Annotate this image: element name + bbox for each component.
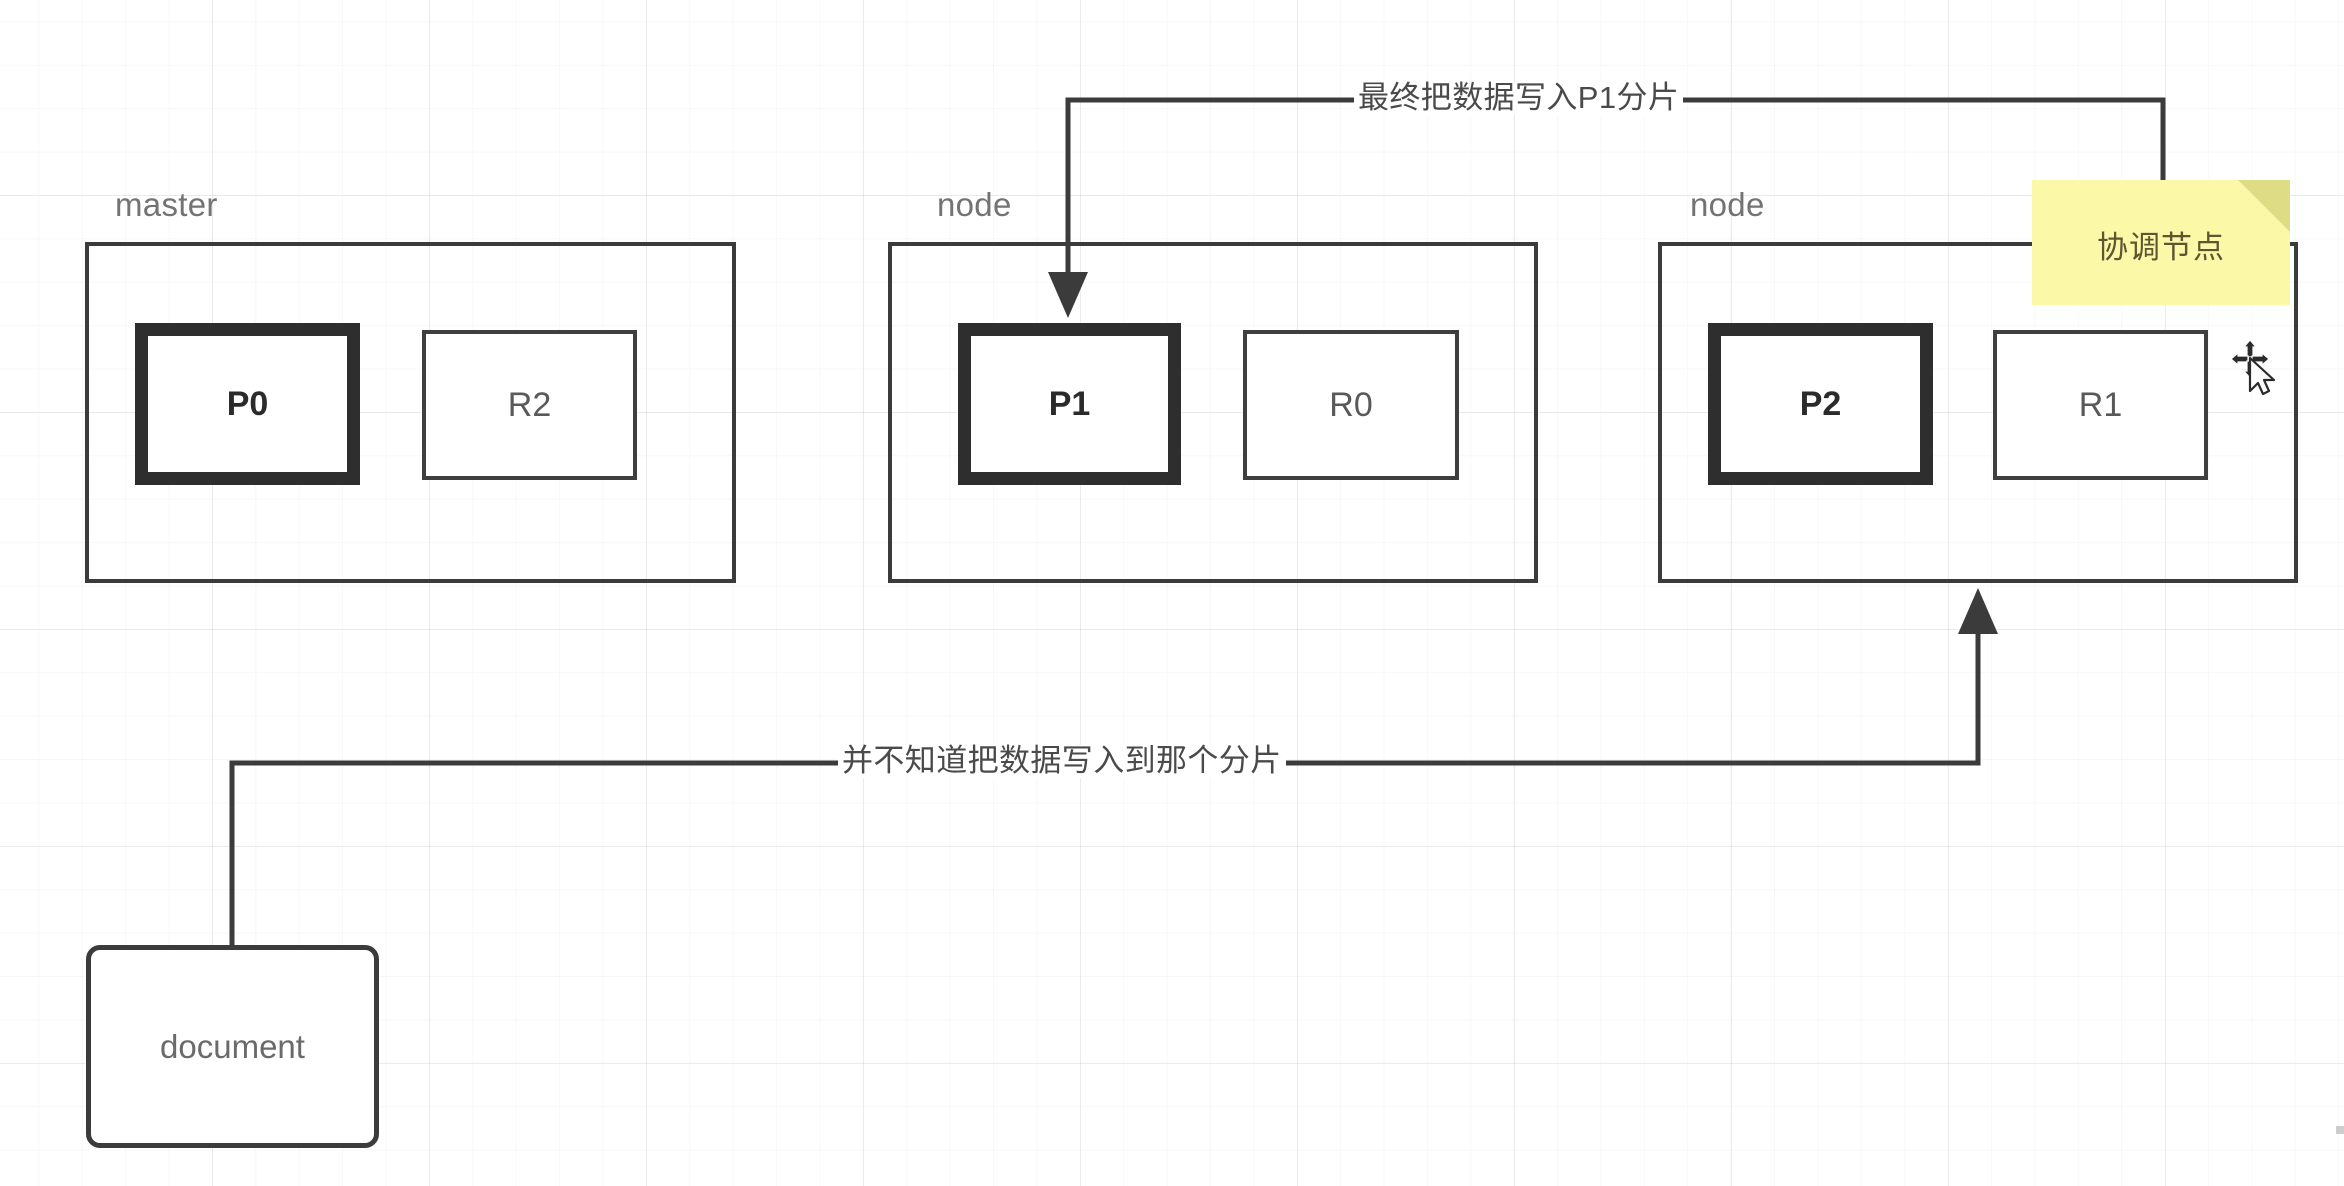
shard-primary-p1[interactable]: P1	[958, 323, 1181, 485]
document-box-label: document	[160, 1027, 305, 1065]
node-container-node3[interactable]	[1658, 242, 2298, 583]
right-edge-marker	[2336, 1126, 2344, 1134]
shard-label-p2: P2	[1799, 384, 1842, 423]
shard-replica-r0[interactable]: R0	[1243, 330, 1459, 480]
node-label-node3: node	[1690, 186, 1765, 223]
shard-label-p1: P1	[1048, 384, 1091, 423]
shard-replica-r1[interactable]: R1	[1993, 330, 2208, 480]
edge-label-write-to-p1: 最终把数据写入P1分片	[1354, 81, 1684, 115]
shard-primary-p2[interactable]: P2	[1708, 323, 1933, 485]
node-container-master[interactable]	[85, 242, 736, 583]
edge-label-unknown-shard: 并不知道把数据写入到那个分片	[838, 744, 1286, 778]
shard-replica-r2[interactable]: R2	[422, 330, 637, 480]
node-container-node2[interactable]	[888, 242, 1538, 583]
shard-label-r2: R2	[507, 385, 552, 424]
shard-label-r0: R0	[1329, 385, 1373, 424]
sticky-note-coordinator[interactable]: 协调节点	[2032, 180, 2290, 305]
shard-primary-p0[interactable]: P0	[135, 323, 360, 485]
sticky-note-text: 协调节点	[2097, 230, 2225, 265]
node-label-node2: node	[937, 186, 1012, 223]
arrowhead-to-node3	[1958, 588, 1998, 634]
document-box[interactable]: document	[86, 945, 379, 1148]
shard-label-p0: P0	[226, 384, 269, 423]
node-label-master: master	[115, 186, 218, 223]
edge-path-unknown-shard	[229, 612, 1981, 948]
shard-label-r1: R1	[2078, 385, 2123, 424]
sticky-fold-icon	[2238, 180, 2290, 232]
